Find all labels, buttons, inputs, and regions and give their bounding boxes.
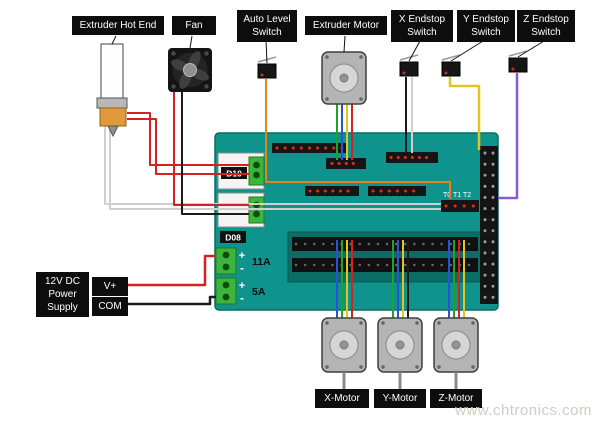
label-x-endstop-switch: X Endstop Switch: [391, 10, 453, 42]
fan-black-wire: [181, 91, 249, 215]
psu-positive-wire: [128, 254, 216, 287]
label-z-endstop-switch: Z Endstop Switch: [517, 10, 575, 42]
fan-device: [168, 48, 212, 92]
label-leader-lines: [111, 35, 545, 64]
auto-level-wire: [265, 79, 451, 199]
x-motor-wires: [336, 240, 353, 319]
wires: [104, 73, 519, 319]
hotend-heater-wires: [127, 112, 249, 175]
psu-ground-wire: [128, 295, 216, 306]
label-y-motor: Y-Motor: [374, 389, 426, 408]
plus-mark-5a: +: [239, 280, 245, 292]
power-terminal-11a: [215, 247, 237, 275]
thermistor-pins-label: T0 T1 T2: [443, 192, 471, 199]
label-v-plus: V+: [92, 277, 128, 296]
hotend-thermistor-wires: [104, 126, 441, 210]
extruder-hot-end: [96, 43, 128, 138]
power-terminal-5a: [215, 277, 237, 305]
minus-mark-11a: -: [240, 261, 244, 275]
rating-5a-label: 5A: [252, 286, 266, 298]
y-endstop-wire: [448, 77, 481, 150]
z-endstop-switch-device: [508, 50, 528, 73]
x-endstop-switch-device: [399, 54, 419, 77]
y-endstop-switch-device: [441, 54, 461, 77]
extruder-motor-device: [321, 51, 367, 105]
label-power-supply: 12V DC Power Supply: [36, 272, 89, 317]
fan-red-wire: [173, 91, 249, 206]
label-extruder-motor: Extruder Motor: [305, 16, 387, 35]
label-auto-level-switch: Auto Level Switch: [237, 10, 297, 42]
minus-mark-5a: -: [240, 291, 244, 305]
aux-header: [480, 146, 498, 304]
label-x-motor: X-Motor: [315, 389, 369, 408]
x-motor-device: [321, 317, 367, 389]
label-com: COM: [92, 297, 128, 316]
watermark: www.chtronics.com: [455, 402, 592, 419]
plus-mark-11a: +: [239, 250, 245, 262]
y-motor-device: [377, 317, 423, 389]
z-motor-device: [433, 317, 479, 389]
pin-headers: [272, 143, 479, 212]
controller-board: D10 D08 + - + - 11A 5A T0 T1 T2: [214, 132, 499, 311]
d08-label: D08: [225, 233, 241, 243]
z-motor-wires: [448, 240, 465, 319]
z-endstop-wire: [498, 73, 519, 200]
label-fan: Fan: [172, 16, 216, 35]
extruder-motor-wires: [336, 102, 353, 160]
rating-11a-label: 11A: [252, 256, 271, 268]
label-y-endstop-switch: Y Endstop Switch: [457, 10, 515, 42]
d10-terminal: [248, 156, 265, 186]
y-motor-wires: [392, 240, 409, 319]
label-z-motor: Z-Motor: [430, 389, 482, 408]
d08-label-box: [220, 231, 246, 243]
stepper-driver-sockets: [287, 231, 483, 283]
thermistor-header: [441, 200, 479, 212]
label-extruder-hot-end: Extruder Hot End: [72, 16, 164, 35]
